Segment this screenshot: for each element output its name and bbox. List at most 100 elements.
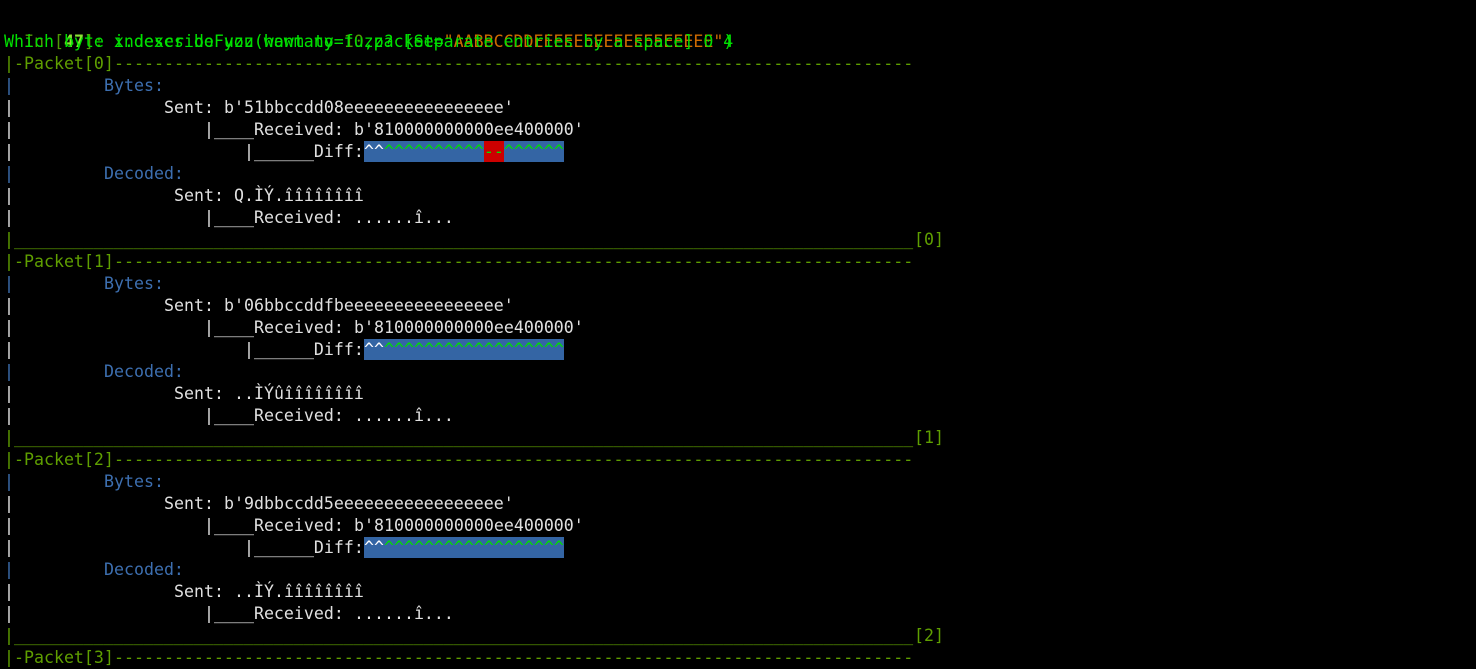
diff-mismatch: -- <box>483 141 504 162</box>
received-decoded: ......î... <box>354 604 454 623</box>
packet-footer-index: [1] <box>914 428 944 447</box>
packet-header: |-Packet[0]-----------------------------… <box>4 53 1474 75</box>
received-decoded-line: | |____Received: ......î... <box>4 603 1474 625</box>
packet-header: |-Packet[2]-----------------------------… <box>4 449 1474 471</box>
packet-rule: ----------------------------------------… <box>114 450 914 469</box>
code-call: x.describeFuzz(howmany= <box>113 32 344 51</box>
diff-label: |______Diff: <box>244 142 364 161</box>
diff-markers: ^^^^^^^^^^^^^^^^^^^^ <box>364 339 564 361</box>
received-bytes: b'810000000000ee400000' <box>354 516 584 535</box>
packet-footer: |_______________________________________… <box>4 427 1474 449</box>
bytes-label: | Bytes: <box>4 471 1474 493</box>
received-bytes: b'810000000000ee400000' <box>354 120 584 139</box>
sent-bytes: b'9dbbccdd5eeeeeeeeeeeeeeeee' <box>224 494 514 513</box>
diff-markers: ^^^^^^^^^^^^^^^^^^^^ <box>364 537 564 559</box>
decoded-heading: Decoded: <box>104 362 184 381</box>
sent-bytes-line: | Sent: b'51bbccdd08eeeeeeeeeeeeeeee' <box>4 97 1474 119</box>
diff-match: ^^^^^^^^^^^^^^^^^^ <box>383 537 564 558</box>
diff-match: ^^^^^^^^^^^^^^^^^^ <box>383 339 564 360</box>
received-decoded-line: ||____Received: ......î... <box>4 207 1474 229</box>
received-label: |____Received: <box>204 120 354 139</box>
pipe: | <box>4 516 14 535</box>
received-decoded-line: | |____Received: ......î... <box>4 405 1474 427</box>
sent-decoded-line: | Sent: Q.ÌÝ.îîîîîîîî <box>4 185 1474 207</box>
sent-decoded-line: | Sent: ..ÌÝûîîîîîîîî <box>4 383 1474 405</box>
pipe: | <box>4 604 14 623</box>
received-label: |____Received: <box>204 516 354 535</box>
fuzz-question: Which byte indexes do you want to fuzz? … <box>4 32 734 51</box>
pipe: | <box>4 362 14 381</box>
packet-title: |-Packet[0] <box>4 54 114 73</box>
decoded-label: | Decoded: <box>4 163 1474 185</box>
sent-bytes-line: |Sent: b'9dbbccdd5eeeeeeeeeeeeeeeee' <box>4 493 1474 515</box>
sent-bytes: b'51bbccdd08eeeeeeeeeeeeeeee' <box>224 98 514 117</box>
diff-match: ^^ <box>364 537 384 558</box>
code-packet-string: "AABBCCDDEEEEEEEEEEEEEEEEEE" <box>443 32 724 51</box>
pipe: | <box>4 318 14 337</box>
pipe: | <box>4 340 14 359</box>
sent-decoded: Q.ÌÝ.îîîîîîîî <box>234 186 364 205</box>
sent-bytes-line: |Sent: b'06bbccddfbeeeeeeeeeeeeeeee' <box>4 295 1474 317</box>
decoded-heading: Decoded: <box>104 560 184 579</box>
pipe: | <box>4 560 14 579</box>
diff-label: |______Diff: <box>244 340 364 359</box>
packet-footer-index: [2] <box>914 626 944 645</box>
pipe: | <box>4 186 14 205</box>
prompt-number: 47 <box>63 32 84 51</box>
pipe: | <box>4 472 14 491</box>
diff-match: ^^ <box>364 141 384 162</box>
diff-line: ||______Diff:^^^^^^^^^^^^--^^^^^^ <box>4 141 1474 163</box>
diff-line: ||______Diff:^^^^^^^^^^^^^^^^^^^^ <box>4 537 1474 559</box>
bytes-heading: Bytes: <box>104 472 164 491</box>
sent-label: Sent: <box>174 186 234 205</box>
pipe: | <box>4 164 14 183</box>
pipe: | <box>4 120 14 139</box>
packet-rule: ----------------------------------------… <box>114 648 914 667</box>
received-label: |____Received: <box>204 604 354 623</box>
pipe: | <box>4 296 14 315</box>
received-decoded: ......î... <box>354 406 454 425</box>
pipe: | <box>4 406 14 425</box>
received-bytes-line: ||____Received: b'810000000000ee400000' <box>4 317 1474 339</box>
packet-title: |-Packet[2] <box>4 450 114 469</box>
sent-label: Sent: <box>164 494 224 513</box>
diff-match: ^^^^^^^^^^ <box>383 141 484 162</box>
pipe: | <box>4 384 14 403</box>
pipe: | <box>4 582 14 601</box>
pipe: | <box>4 274 14 293</box>
packet-footer-index: [0] <box>914 230 944 249</box>
pipe: | <box>4 142 14 161</box>
packet-footer-rule: |_______________________________________… <box>4 428 914 447</box>
received-bytes-line: | |____Received: b'810000000000ee400000' <box>4 515 1474 537</box>
received-bytes-line: | |____Received: b'810000000000ee400000' <box>4 119 1474 141</box>
packet-header: |-Packet[1]-----------------------------… <box>4 251 1474 273</box>
pipe: | <box>4 76 14 95</box>
code-howmany: 10 <box>343 32 364 51</box>
sent-bytes: b'06bbccddfbeeeeeeeeeeeeeeee' <box>224 296 514 315</box>
code-mid: ,packet= <box>363 32 444 51</box>
diff-markers: ^^^^^^^^^^^^--^^^^^^ <box>364 141 564 163</box>
packet-footer: |_______________________________________… <box>4 625 1474 647</box>
diff-match: ^^^^^^ <box>503 141 564 162</box>
packet-footer-rule: |_______________________________________… <box>4 626 914 645</box>
bytes-label: | Bytes: <box>4 75 1474 97</box>
packet-title: |-Packet[1] <box>4 252 114 271</box>
received-label: |____Received: <box>204 318 354 337</box>
bytes-heading: Bytes: <box>104 76 164 95</box>
prompt-in: In [ <box>23 32 64 51</box>
packet-rule: ----------------------------------------… <box>114 54 914 73</box>
pipe: | <box>4 98 14 117</box>
received-label: |____Received: <box>204 406 354 425</box>
diff-match: ^^ <box>364 339 384 360</box>
received-label: |____Received: <box>204 208 354 227</box>
packet-header: |-Packet[3]-----------------------------… <box>4 647 1474 669</box>
sent-decoded: ..ÌÝûîîîîîîîî <box>234 384 364 403</box>
code-end: ) <box>723 32 734 51</box>
sent-label: Sent: <box>164 98 224 117</box>
packet-title: |-Packet[3] <box>4 648 114 667</box>
decoded-heading: Decoded: <box>104 164 184 183</box>
sent-label: Sent: <box>174 582 234 601</box>
sent-label: Sent: <box>174 384 234 403</box>
packet-footer-rule: |_______________________________________… <box>4 230 914 249</box>
bytes-label: |Bytes: <box>4 273 1474 295</box>
